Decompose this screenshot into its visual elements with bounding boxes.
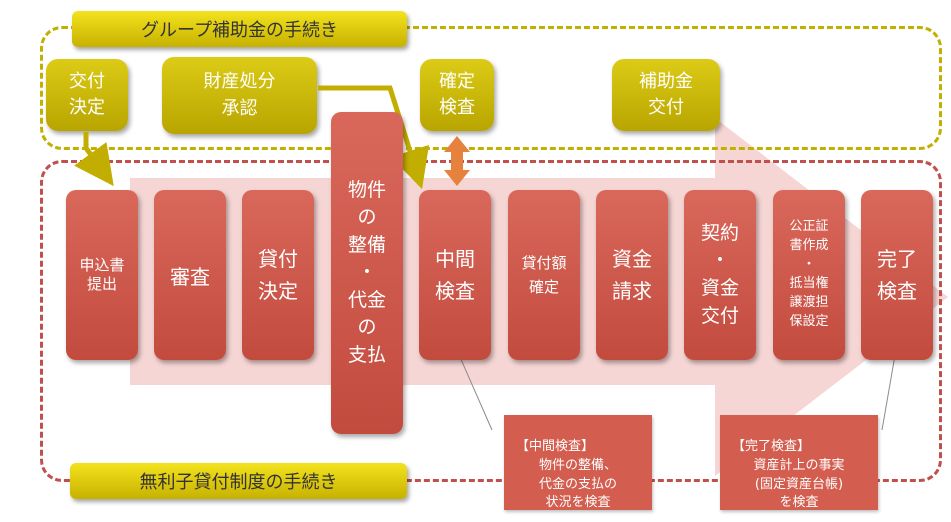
loan-step-application: 申込書 提出 [66, 190, 138, 360]
loan-step-loan-decision: 貸付 決定 [242, 190, 314, 360]
group-subsidy-title: グループ補助金の手続き [72, 11, 407, 47]
note-interim-body: 物件の整備、 代金の支払の 状況を検査 [538, 457, 617, 511]
arrow-grant-to-application [74, 132, 114, 187]
loan-system-frame [40, 160, 942, 482]
loan-step-fund-request: 資金 請求 [596, 190, 668, 360]
loan-step-notarial-deed: 公正証 書作成 ・ 抵当権 譲渡担 保設定 [773, 190, 845, 360]
group-step-final-inspection: 確定 検査 [420, 59, 494, 131]
note-final-inspection: 【完了検査】資産計上の事実 (固定資産台帳) を検査 [720, 415, 878, 510]
loan-step-contract-disbursement: 契約 ・ 資金 交付 [684, 190, 756, 360]
group-step-grant-decision: 交付 決定 [46, 59, 128, 131]
group-step-subsidy-payment: 補助金 交付 [612, 59, 720, 131]
loan-step-completion-inspection: 完了 検査 [861, 190, 933, 360]
note-final-body: 資産計上の事実 (固定資産台帳) を検査 [753, 457, 845, 511]
arrow-disposal-to-interim [318, 85, 430, 190]
loan-step-interim-inspection: 中間 検査 [419, 190, 491, 360]
loan-step-property-maintenance: 物件 の 整備 ・ 代金 の 支払 [331, 112, 403, 434]
loan-step-loan-amount-confirmation: 貸付額 確定 [508, 190, 580, 360]
note-interim-inspection: 【中間検査】物件の整備、 代金の支払の 状況を検査 [504, 415, 652, 510]
note-interim-heading: 【中間検査】 [516, 438, 595, 454]
group-step-property-disposal-approval: 財産処分 承認 [162, 57, 317, 134]
loan-step-review: 審査 [154, 190, 226, 360]
callout-line-interim [455, 347, 493, 431]
group-subsidy-frame [40, 26, 942, 150]
loan-system-title: 無利子貸付制度の手続き [70, 463, 407, 499]
note-final-heading: 【完了検査】 [732, 438, 811, 454]
double-arrow-inspection [444, 136, 470, 186]
